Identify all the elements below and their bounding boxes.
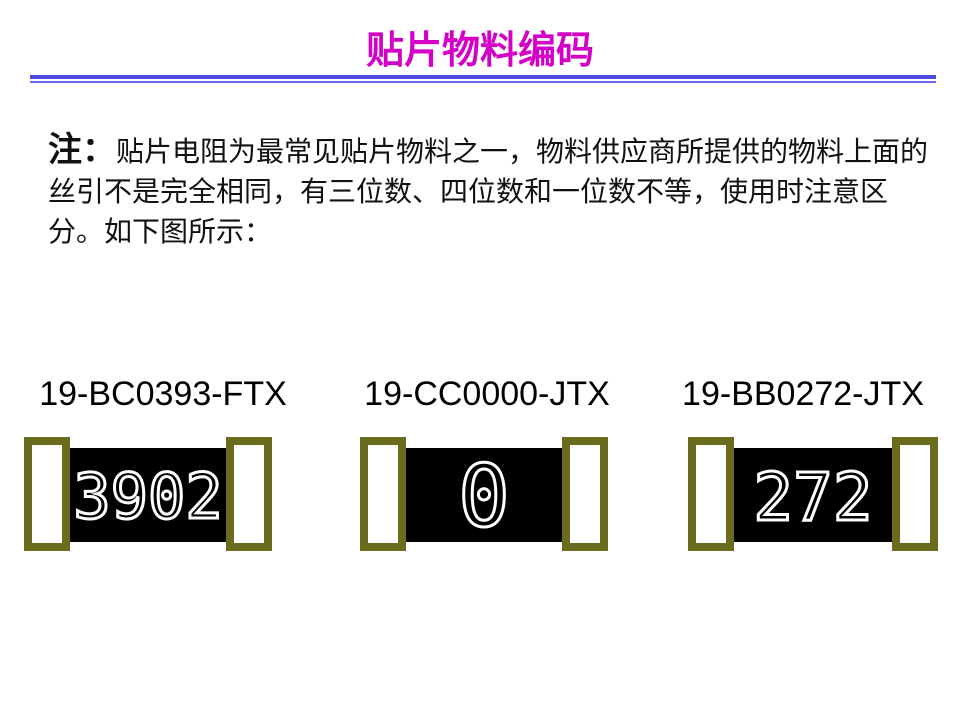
left-terminal [360,437,406,551]
resistor-body: 0 [406,448,562,542]
right-terminal [562,437,608,551]
note-text: 贴片电阻为最常见贴片物料之一，物料供应商所提供的物料上面的丝引不是完全相同，有三… [48,135,929,248]
marking-272: 272 [752,458,874,538]
marking-0: 0 [457,448,512,542]
resistor-body: 3902 [70,448,226,542]
part-code-2: 19-CC0000-JTX [364,375,610,413]
note-label: 注： [48,130,116,170]
resistor-body: 272 [734,448,892,542]
right-terminal [226,437,272,551]
left-terminal [24,437,70,551]
smd-resistor-3: 272 [688,437,938,551]
smd-resistor-2: 0 [360,437,608,551]
page-title: 贴片物料编码 [365,27,594,72]
marking-text-2: 0 [458,448,510,542]
marking-text-1: 3902 [73,460,222,533]
part-code-1: 19-BC0393-FTX [39,375,287,413]
smd-resistor-1: 3902 [24,437,272,551]
marking-3902: 3902 [72,459,224,535]
note-paragraph: 注：贴片电阻为最常见贴片物料之一，物料供应商所提供的物料上面的丝引不是完全相同，… [48,130,928,252]
title-rule-thick [30,75,936,79]
marking-text-3: 272 [753,459,872,536]
title-rule-thin [30,81,936,83]
part-code-3: 19-BB0272-JTX [682,375,924,413]
left-terminal [688,437,734,551]
right-terminal [892,437,938,551]
